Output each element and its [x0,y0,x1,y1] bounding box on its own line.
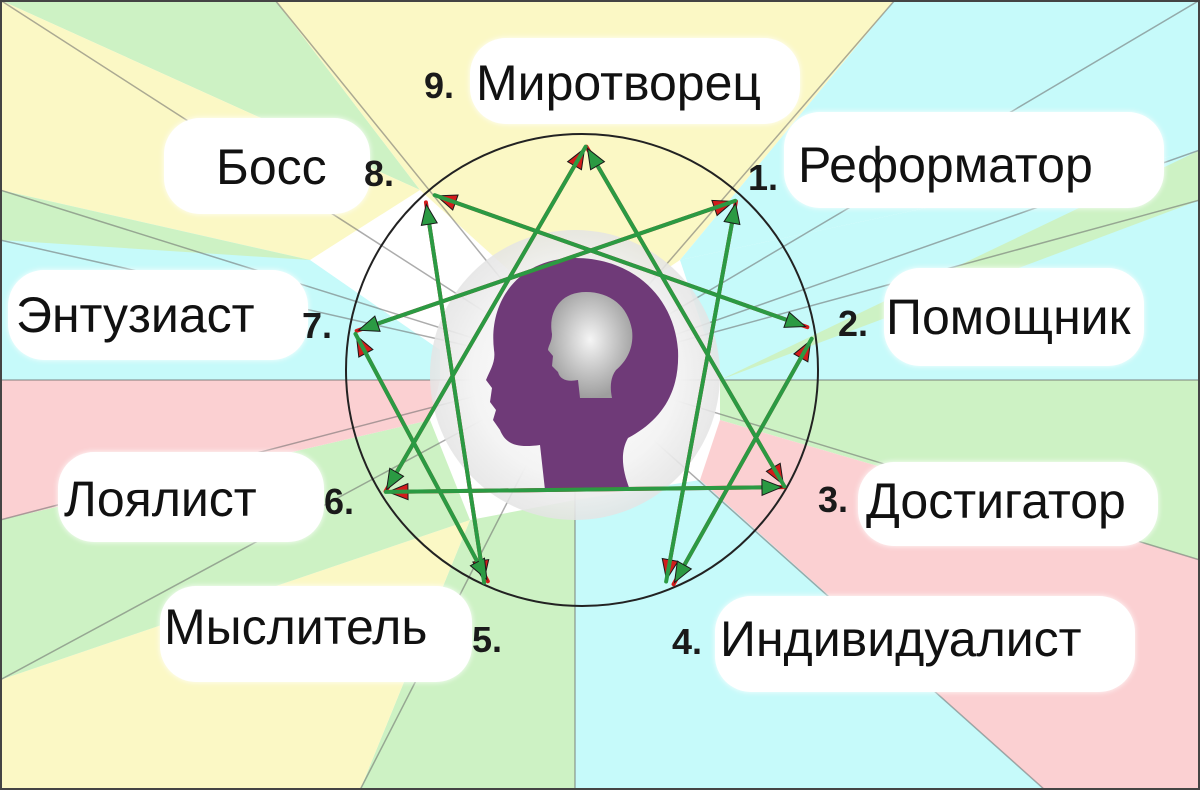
type-number: 6. [324,481,355,522]
type-label-pill [160,586,472,682]
type-number: 4. [672,621,703,662]
type-label-pill [470,38,800,124]
type-number: 9. [424,65,455,106]
arrow-line [592,158,787,489]
type-name: Индивидуалист [720,611,1082,667]
arrow-head [723,202,741,226]
arrow-3-9 [586,147,787,489]
arrow-4-1 [664,202,741,584]
arrow-line [426,216,487,585]
arrow-6-3 [383,478,784,497]
type-label-pill [58,452,324,542]
type-label-pill [884,268,1144,366]
arrow-head [586,147,606,171]
arrow-line [679,336,814,573]
arrow-line [353,331,483,570]
type-name: Реформатор [798,137,1093,193]
type-name: Мыслитель [164,599,428,655]
arrow-line [432,193,795,324]
arrow-9-6 [385,144,588,491]
arrow-head [761,478,784,497]
arrow-2-4 [673,336,814,584]
type-name: Энтузиаст [16,287,255,343]
type-number: 7. [302,305,333,346]
arrow-head [783,311,807,328]
type-number: 5. [472,619,503,660]
arrow-line [383,485,770,494]
arrow-line [391,144,588,480]
type-name: Лоялист [64,471,257,527]
arrow-1-7 [357,198,738,332]
type-label-pill [164,118,370,214]
arrow-8-2 [432,193,807,328]
type-number: 1. [748,157,779,198]
type-label-pill [715,596,1135,692]
type-number: 8. [364,153,395,194]
type-name: Босс [216,139,327,195]
arrow-line [664,215,736,584]
arrow-head [420,203,438,226]
type-name: Помощник [886,289,1131,345]
background-sector [0,420,470,680]
arrow-head [673,560,693,584]
background-sector [0,190,310,260]
arrow-head [357,315,381,332]
type-name: Достигатор [866,473,1126,529]
arrow-line [369,198,738,328]
type-label-pill [784,112,1164,208]
head-profile-icon [486,258,679,490]
type-number: 3. [818,479,849,520]
type-label-pill [858,462,1158,546]
type-name: Миротворец [476,55,762,111]
type-label-pill [8,270,308,360]
type-number: 2. [838,303,869,344]
arrow-head [385,467,405,491]
enneagram-circle [345,133,819,607]
arrow-5-8 [420,203,487,585]
